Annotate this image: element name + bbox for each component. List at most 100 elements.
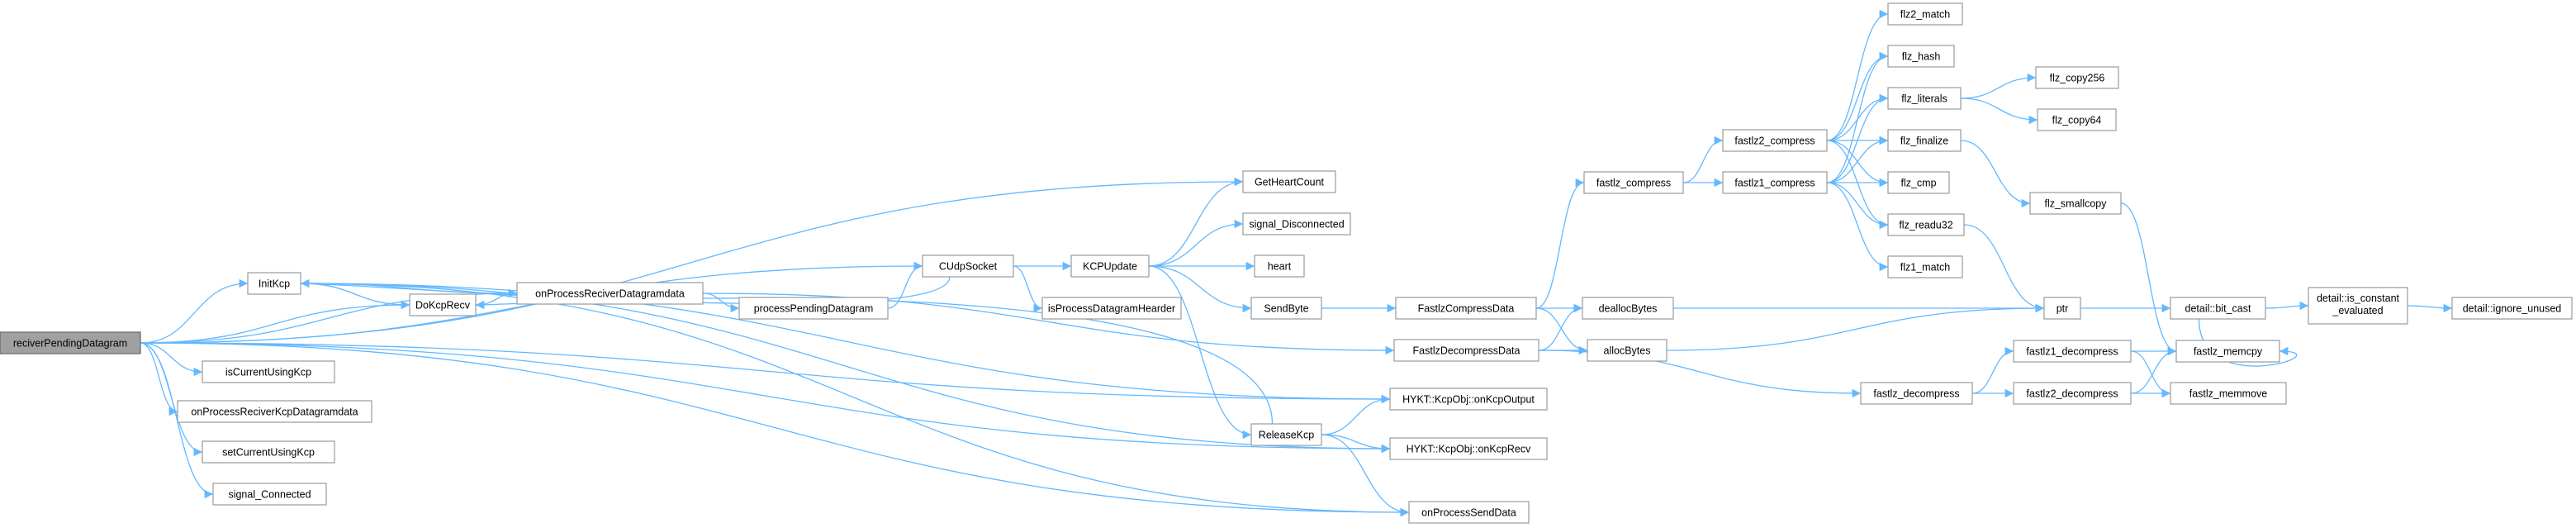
- node-box: [1395, 297, 1537, 320]
- node-onkcpoutput[interactable]: HYKT::KcpObj::onKcpOutput: [1389, 388, 1548, 411]
- node-fastlz-memmove[interactable]: fastlz_memmove: [2170, 382, 2287, 405]
- node-box: [1722, 129, 1828, 152]
- node-heart[interactable]: heart: [1254, 254, 1305, 278]
- node-fastlz2-decompress[interactable]: fastlz2_decompress: [2013, 382, 2132, 405]
- node-box: [2451, 297, 2573, 320]
- node-getheart[interactable]: GetHeartCount: [1242, 170, 1336, 193]
- node-box: [409, 293, 477, 316]
- edge-fastlzcompressdata-to-fastlz-compress: [1535, 178, 1585, 309]
- edges-layer: [140, 9, 2453, 517]
- node-flz-cmp[interactable]: flz_cmp: [1887, 171, 1950, 194]
- node-label: FastlzDecompressData: [1413, 345, 1520, 357]
- node-box: [2035, 66, 2119, 89]
- node-box: [1254, 254, 1305, 278]
- edge-fastlz1-compress-to-flz-literals: [1826, 93, 1889, 183]
- node-sigconnected[interactable]: signal_Connected: [212, 483, 327, 506]
- node-flz-smallcopy[interactable]: flz_smallcopy: [2029, 192, 2122, 215]
- node-label: detail::ignore_unused: [2463, 303, 2562, 315]
- node-sigdisconnected[interactable]: signal_Disconnected: [1242, 212, 1351, 235]
- node-flz2-match[interactable]: flz2_match: [1887, 2, 1963, 26]
- edge-bit-cast-to-is-constant: [2265, 301, 2309, 311]
- node-fastlz-memcpy[interactable]: fastlz_memcpy: [2175, 340, 2280, 363]
- node-onkcprecv[interactable]: HYKT::KcpObj::onKcpRecv: [1389, 437, 1548, 460]
- node-flz1-match[interactable]: flz1_match: [1887, 255, 1963, 278]
- node-label: flz_finalize: [1900, 136, 1948, 147]
- node-label: detail::bit_cast: [2185, 303, 2251, 315]
- node-box: [1722, 171, 1828, 194]
- edge-flz-readu32-to-ptr: [1963, 224, 2045, 313]
- node-allocbytes[interactable]: allocBytes: [1587, 339, 1668, 362]
- node-label: flz_cmp: [1900, 178, 1936, 189]
- node-box: [2175, 340, 2280, 363]
- node-ignore-unused[interactable]: detail::ignore_unused: [2451, 297, 2573, 320]
- node-initkcp[interactable]: InitKcp: [247, 272, 301, 295]
- node-sendbyte[interactable]: SendByte: [1250, 297, 1322, 320]
- node-box: [177, 400, 372, 423]
- edge-flz-literals-to-flz-copy256: [1960, 73, 2037, 99]
- node-fastlz1-decompress[interactable]: fastlz1_decompress: [2013, 340, 2132, 363]
- node-label: fastlz_memcpy: [2194, 346, 2263, 358]
- node-iscurrent[interactable]: isCurrentUsingKcp: [202, 360, 335, 383]
- edge-fastlz1-decompress-to-fastlz-memmove: [2130, 350, 2171, 398]
- node-label: fastlz_memmove: [2189, 388, 2268, 400]
- edge-onprocessrecv-to-processpending: [702, 293, 740, 313]
- node-flz-readu32[interactable]: flz_readu32: [1887, 213, 1965, 236]
- node-onprocessrecvkcp[interactable]: onProcessReciverKcpDatagramdata: [177, 400, 372, 423]
- node-box: [1408, 501, 1530, 524]
- node-label: processPendingDatagram: [754, 303, 874, 315]
- node-deallocbytes[interactable]: deallocBytes: [1582, 297, 1674, 320]
- node-flz-finalize[interactable]: flz_finalize: [1887, 129, 1962, 152]
- node-box: [1070, 254, 1150, 278]
- node-box: [247, 272, 301, 295]
- node-box: [202, 440, 335, 464]
- edge-root-to-sigconnected: [140, 342, 214, 499]
- edge-fastlz1-compress-to-flz-readu32: [1826, 182, 1889, 230]
- node-label: signal_Disconnected: [1249, 219, 1344, 231]
- node-onprocesssend[interactable]: onProcessSendData: [1408, 501, 1530, 524]
- edge-root-to-iscurrent: [140, 342, 203, 377]
- node-label: DoKcpRecv: [415, 300, 471, 312]
- node-processpending[interactable]: processPendingDatagram: [738, 297, 889, 320]
- edge-fastlzcompressdata-to-allocbytes: [1535, 307, 1588, 355]
- edge-fastlz1-compress-to-flz-hash: [1826, 51, 1889, 183]
- edge-root-to-onkcprecv: [140, 342, 1391, 454]
- node-box: [1242, 212, 1351, 235]
- node-dokcprecv[interactable]: DoKcpRecv: [409, 293, 477, 316]
- node-box: [1887, 2, 1963, 26]
- node-box: [1887, 129, 1962, 152]
- edge-fastlz-compress-to-fastlz2-compress: [1682, 136, 1724, 183]
- node-cudpsocket[interactable]: CUdpSocket: [922, 254, 1014, 278]
- node-fastlz-compress[interactable]: fastlz_compress: [1583, 171, 1684, 194]
- node-fastlz1-compress[interactable]: fastlz1_compress: [1722, 171, 1828, 194]
- node-fastlz-decompress[interactable]: fastlz_decompress: [1860, 382, 1973, 405]
- node-box: [2037, 108, 2117, 131]
- node-label: isProcessDatagramHearder: [1048, 303, 1175, 315]
- edge-root-to-onkcpoutput: [140, 342, 1391, 404]
- edge-fastlz2-compress-to-flz-hash: [1826, 51, 1889, 141]
- node-label: flz_smallcopy: [2044, 198, 2107, 210]
- node-is-constant[interactable]: detail::is_constant_evaluated: [2308, 287, 2408, 325]
- node-kcpupdate[interactable]: KCPUpdate: [1070, 254, 1150, 278]
- node-onprocessrecv[interactable]: onProcessReciverDatagramdata: [516, 282, 704, 305]
- node-box: [1242, 170, 1336, 193]
- node-flz-hash[interactable]: flz_hash: [1887, 45, 1955, 68]
- node-root[interactable]: reciverPendingDatagram: [0, 331, 141, 354]
- node-flz-copy256[interactable]: flz_copy256: [2035, 66, 2119, 89]
- node-fastlzcompressdata[interactable]: FastlzCompressData: [1395, 297, 1537, 320]
- edge-onprocessrecv-to-fastlzdecompressdata: [702, 293, 1395, 355]
- node-isprocessheader[interactable]: isProcessDatagramHearder: [1041, 297, 1182, 320]
- node-bit-cast[interactable]: detail::bit_cast: [2170, 297, 2266, 320]
- node-box: [1393, 339, 1539, 362]
- node-label: setCurrentUsingKcp: [222, 447, 315, 459]
- node-flz-literals[interactable]: flz_literals: [1887, 87, 1962, 110]
- node-fastlz2-compress[interactable]: fastlz2_compress: [1722, 129, 1828, 152]
- node-flz-copy64[interactable]: flz_copy64: [2037, 108, 2117, 131]
- node-ptr[interactable]: ptr: [2043, 297, 2081, 320]
- node-box: [1860, 382, 1973, 405]
- node-box: [1582, 297, 1674, 320]
- node-releasekcp[interactable]: ReleaseKcp: [1250, 423, 1322, 446]
- node-box: [2170, 382, 2287, 405]
- node-setcurrent[interactable]: setCurrentUsingKcp: [202, 440, 335, 464]
- node-fastlzdecompressdata[interactable]: FastlzDecompressData: [1393, 339, 1539, 362]
